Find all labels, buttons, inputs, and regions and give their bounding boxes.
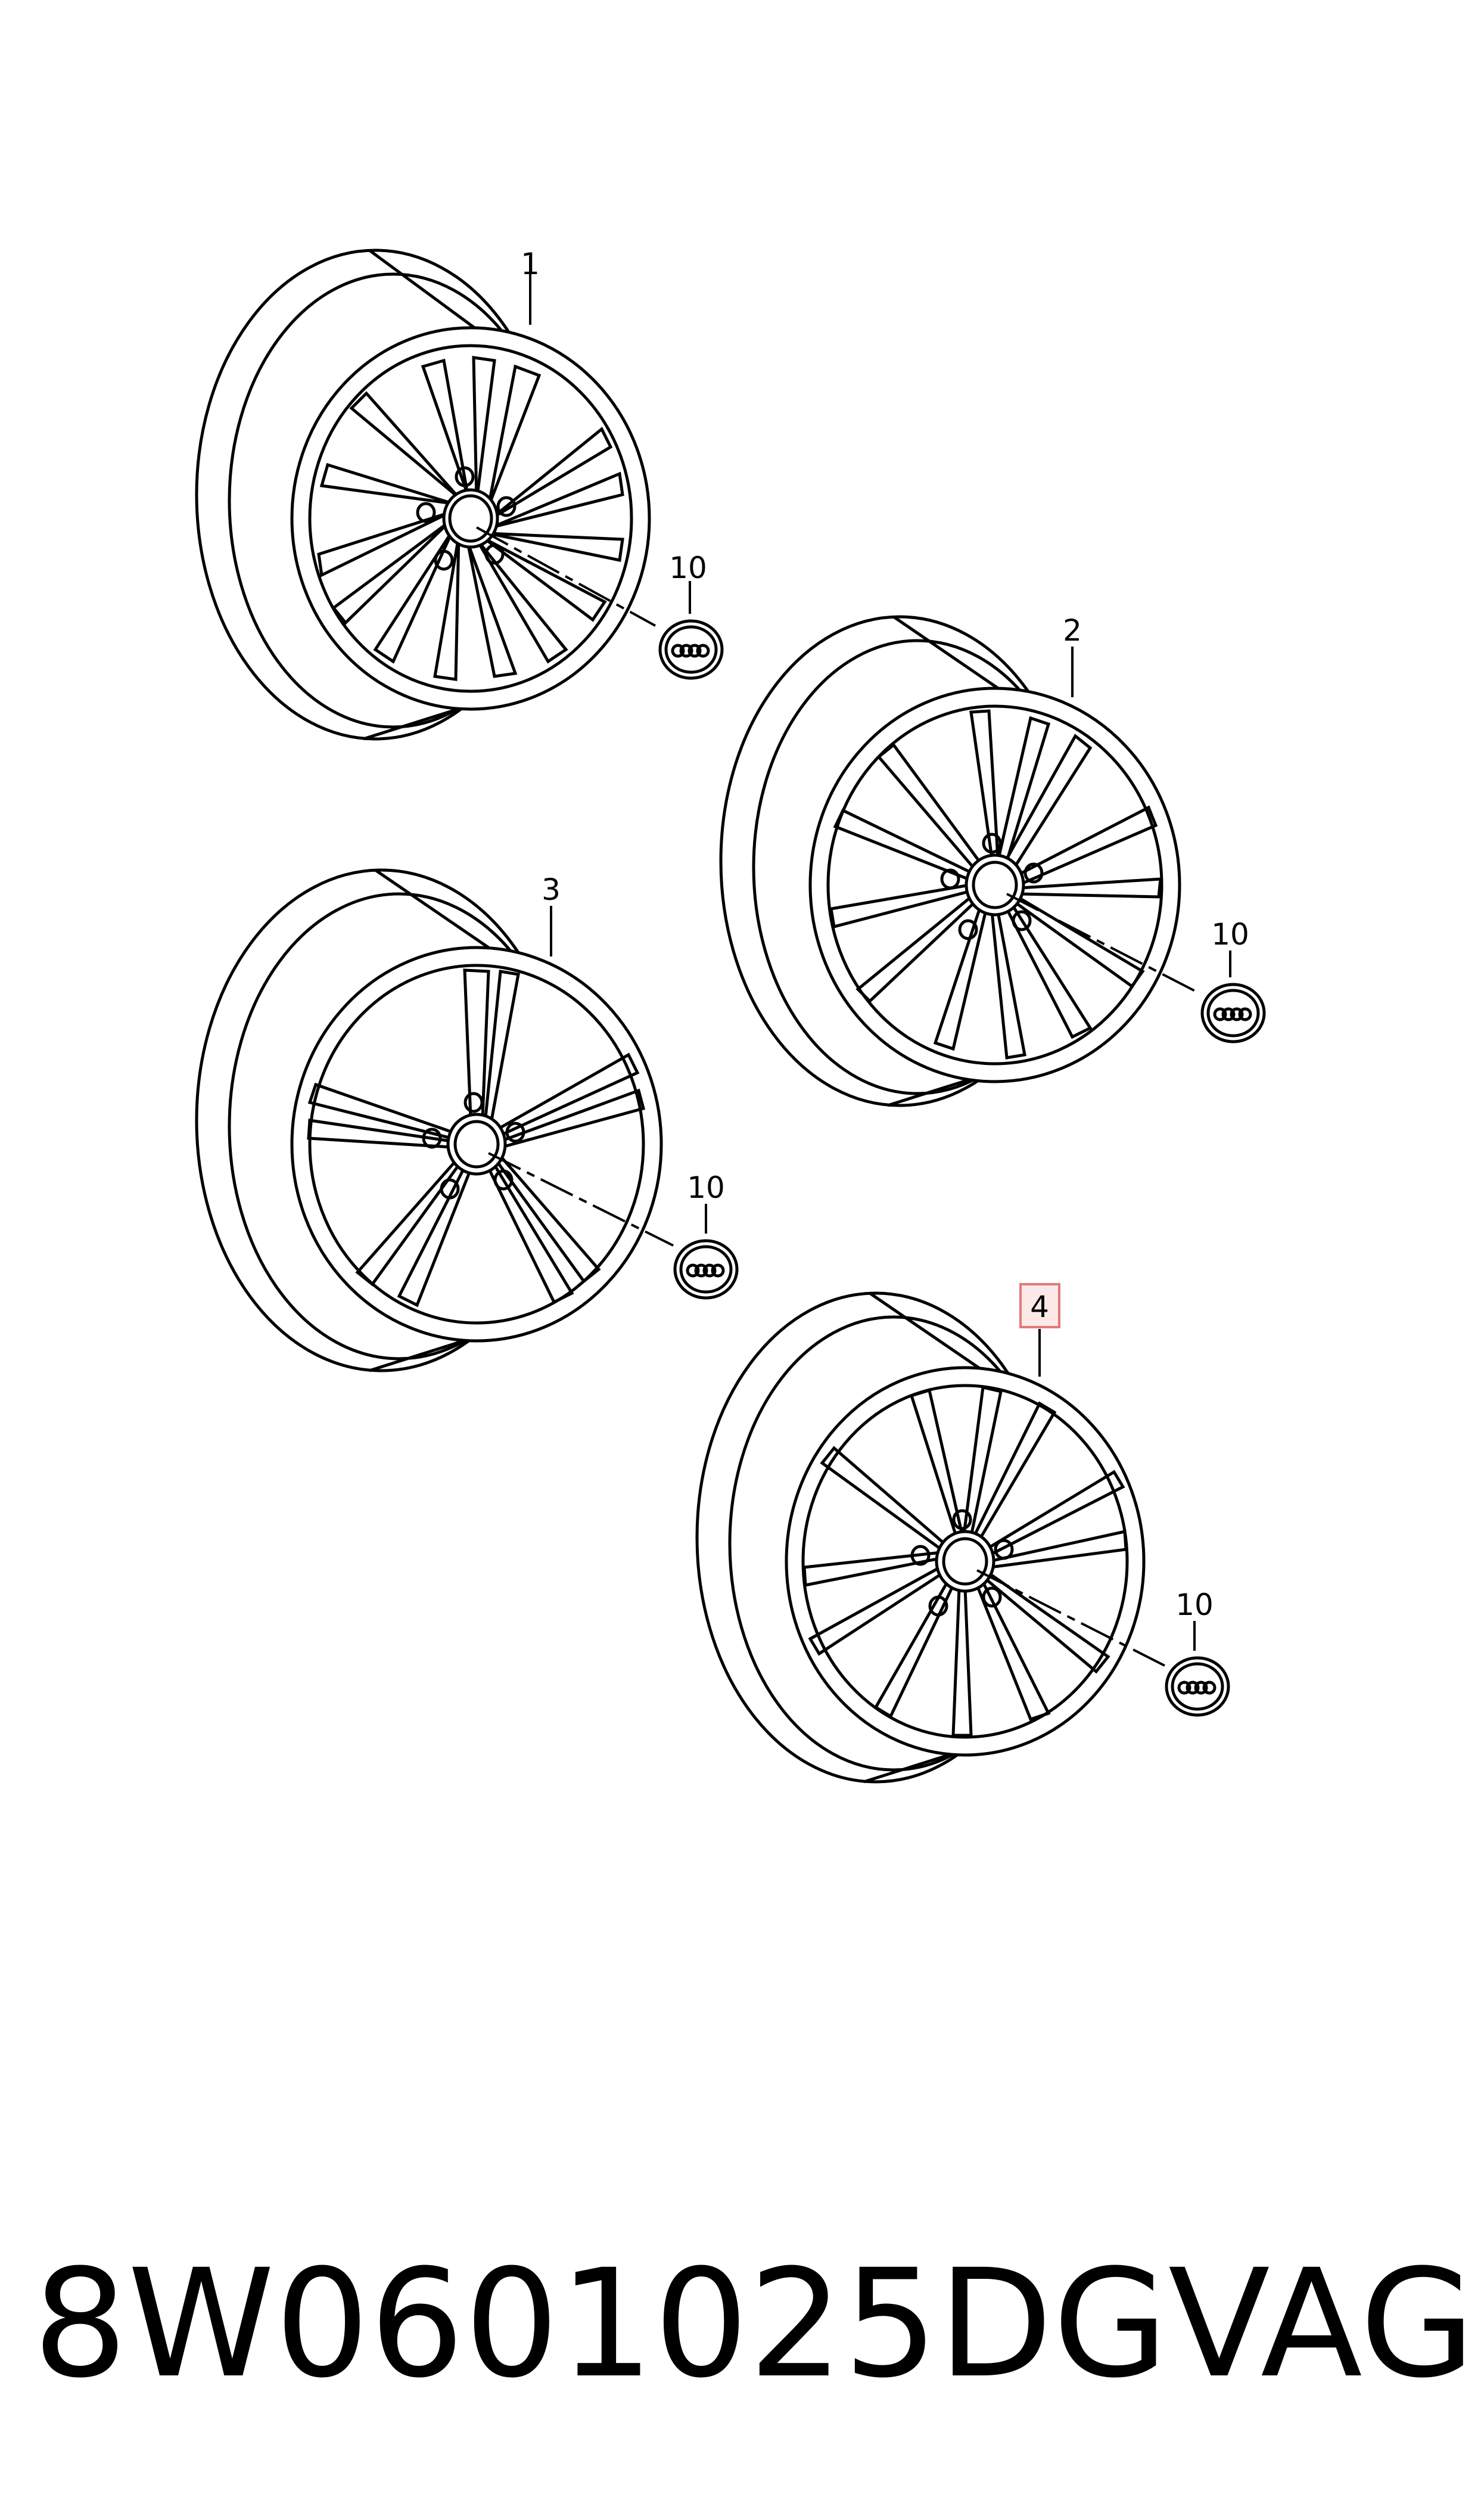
- callout-4-highlight: [1019, 1283, 1060, 1328]
- center-cap-icon[interactable]: [1200, 983, 1266, 1043]
- callout-cap-2: 10: [1211, 917, 1249, 952]
- callout-3: 3: [542, 872, 561, 907]
- wheel-3-icon[interactable]: [195, 868, 663, 1372]
- callout-cap-4: 10: [1175, 1588, 1214, 1622]
- part-number: 8W0601025DG: [33, 2237, 1168, 2411]
- wheel-1-icon[interactable]: [195, 249, 651, 741]
- footer: 8W0601025DG VAG: [33, 2237, 1476, 2411]
- center-cap-icon[interactable]: [673, 1239, 739, 1300]
- callout-2: 2: [1063, 613, 1082, 648]
- callout-4: 4: [1030, 1290, 1049, 1324]
- wheel-2-icon[interactable]: [719, 615, 1181, 1107]
- center-cap-icon[interactable]: [1165, 1656, 1230, 1717]
- center-cap-icon[interactable]: [658, 619, 724, 680]
- callout-cap-3: 10: [687, 1170, 725, 1205]
- brand-label: VAG: [1168, 2237, 1476, 2411]
- callout-cap-1: 10: [669, 551, 707, 585]
- callout-1: 1: [521, 247, 540, 281]
- wheel-4-icon[interactable]: [695, 1291, 1146, 1784]
